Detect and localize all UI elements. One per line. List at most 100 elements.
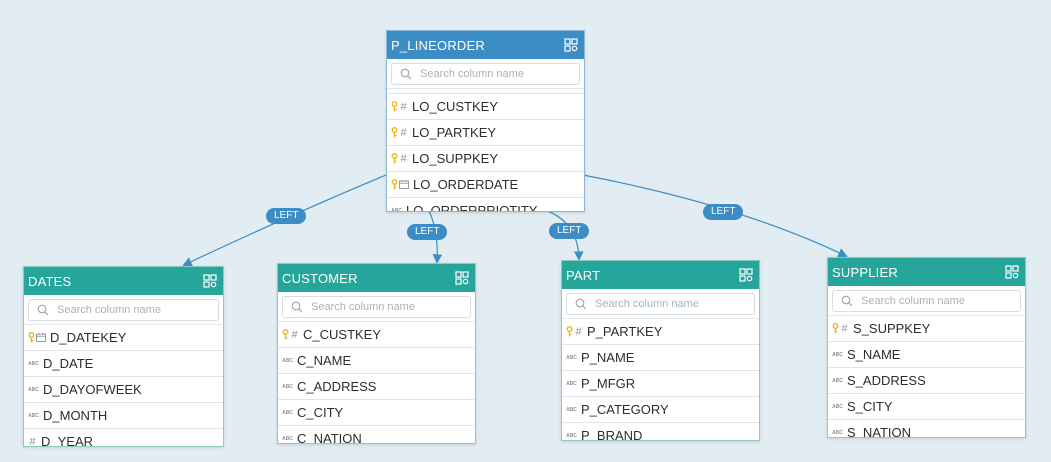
search-input[interactable] <box>595 298 754 310</box>
key-icon <box>391 179 398 190</box>
table-header[interactable]: PART <box>562 261 759 289</box>
table-grid-settings-icon[interactable] <box>739 268 753 282</box>
column-name: D_DATE <box>43 356 94 371</box>
column-name: LO_ORDERDATE <box>413 177 519 192</box>
abc-icon: ABC <box>832 429 843 436</box>
table-p-lineorder[interactable]: P_LINEORDER #LO_CUSTKEY # LO_PARTKEY # LO_SU… <box>386 30 585 212</box>
column-name: LO_PARTKEY <box>412 125 497 140</box>
search-icon <box>37 304 49 316</box>
hash-icon: # <box>400 126 407 139</box>
column-row[interactable]: #S_SUPPKEY <box>828 316 1025 342</box>
table-part[interactable]: PART #P_PARTKEYABCP_NAMEABCP_MFGRABCP_CA… <box>561 260 760 441</box>
column-name: C_ADDRESS <box>297 379 377 394</box>
column-search <box>278 292 475 322</box>
table-header[interactable]: DATES <box>24 267 223 295</box>
table-supplier[interactable]: SUPPLIER #S_SUPPKEYABCS_NAMEABCS_ADDRESS… <box>827 257 1026 438</box>
table-dates[interactable]: DATES D_DATEKEY ABC D_DATE ABCD_DAYOFWEEKAB… <box>23 266 224 447</box>
abc-icon: ABC <box>566 406 577 413</box>
column-list: #LO_CUSTKEY # LO_PARTKEY # LO_SUPPKEY LO_ORDE… <box>387 93 584 212</box>
abc-icon: ABC <box>282 357 293 364</box>
table-grid-settings-icon[interactable] <box>455 271 469 285</box>
abc-icon: ABC <box>566 354 577 361</box>
column-name: S_CITY <box>847 399 893 414</box>
column-row[interactable]: # D_YEAR <box>24 429 223 447</box>
abc-icon: ABC <box>282 409 293 416</box>
search-box[interactable] <box>391 63 580 85</box>
search-box[interactable] <box>28 299 219 321</box>
column-row[interactable]: LO_ORDERDATE <box>387 172 584 198</box>
search-box[interactable] <box>832 290 1021 312</box>
column-name: LO_ORDERPRIOTITY <box>406 203 538 212</box>
join-type-badge-supplier[interactable]: LEFT <box>703 204 744 220</box>
column-name: P_MFGR <box>581 376 636 391</box>
column-name: LO_CUSTKEY <box>412 99 498 114</box>
column-row[interactable]: ABC C_CITY <box>278 400 475 426</box>
table-title: CUSTOMER <box>282 270 358 286</box>
column-name: C_NAME <box>297 353 352 368</box>
column-search <box>562 289 759 319</box>
table-grid-settings-icon[interactable] <box>1005 265 1019 279</box>
column-name: C_NATION <box>297 431 362 444</box>
abc-icon: ABC <box>832 351 843 358</box>
table-grid-settings-icon[interactable] <box>564 38 578 52</box>
search-input[interactable] <box>57 304 218 316</box>
hash-icon: # <box>575 325 582 338</box>
column-row[interactable]: #C_CUSTKEY <box>278 322 475 348</box>
table-header[interactable]: P_LINEORDER <box>387 31 584 59</box>
search-input[interactable] <box>861 295 1020 307</box>
column-row[interactable]: # P_PARTKEY <box>562 319 759 345</box>
abc-icon: ABC <box>566 432 577 439</box>
key-icon <box>28 332 35 343</box>
table-header[interactable]: CUSTOMER <box>278 264 475 292</box>
column-row[interactable]: ABC C_NAME <box>278 348 475 374</box>
search-input[interactable] <box>311 301 470 313</box>
table-title: DATES <box>28 273 72 289</box>
hash-icon: # <box>400 152 407 165</box>
column-name: C_CITY <box>297 405 344 420</box>
column-row[interactable]: ABC D_DATE <box>24 351 223 377</box>
column-name: LO_SUPPKEY <box>412 151 498 166</box>
abc-icon: ABC <box>28 360 39 367</box>
table-title: SUPPLIER <box>832 264 898 280</box>
column-row[interactable]: #LO_CUSTKEY <box>387 94 584 120</box>
column-search <box>828 286 1025 316</box>
search-icon <box>841 295 853 307</box>
abc-icon: ABC <box>832 377 843 384</box>
key-icon <box>391 153 398 164</box>
table-customer[interactable]: CUSTOMER #C_CUSTKEYABCC_NAMEABCC_ADDRESS… <box>277 263 476 444</box>
column-row[interactable]: D_DATEKEY <box>24 325 223 351</box>
join-type-badge-customer[interactable]: LEFT <box>407 224 448 240</box>
hash-icon: # <box>29 435 36 447</box>
column-name: P_PARTKEY <box>587 324 663 339</box>
column-row[interactable]: # LO_SUPPKEY <box>387 146 584 172</box>
table-grid-settings-icon[interactable] <box>203 274 217 288</box>
key-icon <box>282 329 289 340</box>
search-box[interactable] <box>282 296 471 318</box>
table-header[interactable]: SUPPLIER <box>828 258 1025 286</box>
column-row[interactable]: # LO_PARTKEY <box>387 120 584 146</box>
search-box[interactable] <box>566 293 755 315</box>
join-type-badge-part[interactable]: LEFT <box>549 223 590 239</box>
search-input[interactable] <box>420 68 579 80</box>
calendar-icon <box>399 180 409 189</box>
table-title: PART <box>566 267 601 283</box>
column-name: D_YEAR <box>41 434 94 447</box>
join-type-badge-dates[interactable]: LEFT <box>266 208 307 224</box>
column-search <box>24 295 223 325</box>
hash-icon: # <box>291 328 298 341</box>
